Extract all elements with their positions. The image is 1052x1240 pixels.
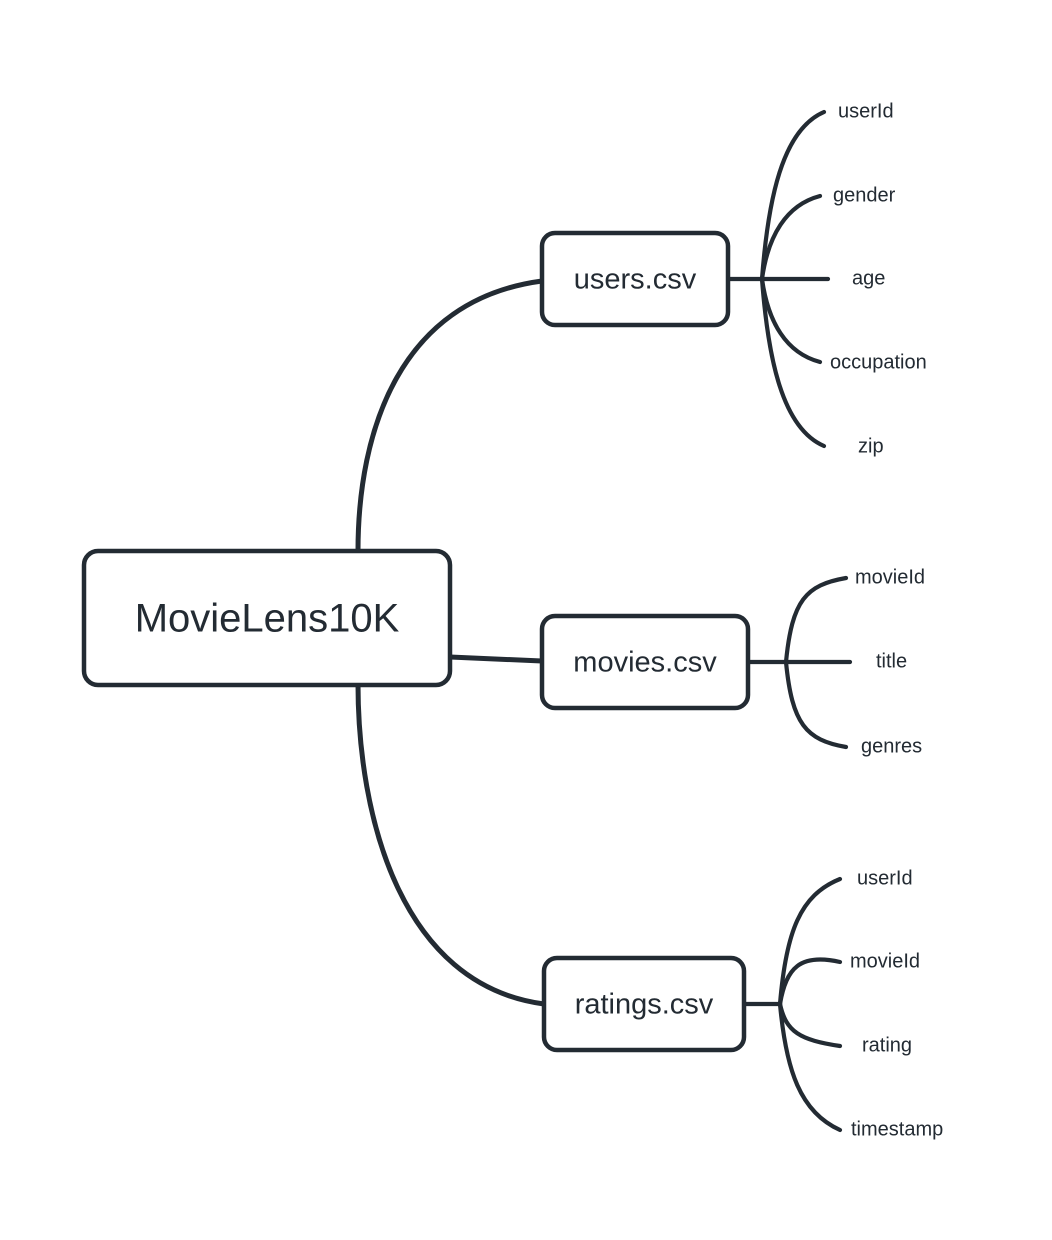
node-root-label: MovieLens10K	[135, 597, 400, 641]
edge-ratings-leaf-timestamp	[777, 1001, 843, 1133]
leaf-label-ratings-userid: userId	[857, 867, 913, 889]
node-branch-users-box[interactable]	[539, 230, 731, 328]
edge-ratings-leaf-rating	[777, 1001, 843, 1049]
node-branch-movies-label: movies.csv	[573, 647, 717, 679]
node-root-box[interactable]	[81, 548, 453, 688]
edge-root-to-users	[355, 278, 545, 554]
leaf-label-users-occupation: occupation	[830, 351, 927, 373]
leaf-label-movies-movieid: movieId	[855, 566, 925, 588]
leaf-label-users-gender: gender	[833, 184, 896, 206]
leaf-label-ratings-timestamp: timestamp	[851, 1118, 943, 1140]
edge-ratings-leaf-movieid	[777, 957, 843, 1007]
leaf-label-movies-genres: genres	[861, 735, 922, 757]
edge-users-leaf-zip	[759, 276, 827, 449]
node-branch-users[interactable]: users.csv	[539, 230, 731, 328]
leaf-label-users-zip: zip	[858, 435, 884, 457]
node-branch-ratings-box[interactable]	[541, 955, 747, 1053]
edge-movies-leaf-movieid	[783, 575, 849, 665]
edge-movies-leaf-genres	[783, 659, 849, 750]
edge-ratings-leaf-userid	[777, 876, 843, 1007]
leaf-label-users-userid: userId	[838, 100, 894, 122]
edge-users-leaf-gender	[759, 193, 823, 282]
leaf-label-ratings-movieid: movieId	[850, 950, 920, 972]
node-branch-users-label: users.csv	[574, 264, 697, 296]
leaf-label-ratings-rating: rating	[862, 1034, 912, 1056]
node-root[interactable]: MovieLens10K	[81, 548, 453, 688]
node-branch-ratings-label: ratings.csv	[575, 989, 714, 1021]
edge-users-leaf-userid	[759, 109, 827, 282]
leaf-label-users-age: age	[852, 267, 885, 289]
edge-root-to-movies	[447, 654, 545, 664]
edge-root-to-ratings	[355, 681, 547, 1007]
leaf-label-movies-title: title	[876, 650, 907, 672]
node-branch-ratings[interactable]: ratings.csv	[541, 955, 747, 1053]
node-branch-movies-box[interactable]	[539, 613, 751, 711]
node-branch-movies[interactable]: movies.csv	[539, 613, 751, 711]
